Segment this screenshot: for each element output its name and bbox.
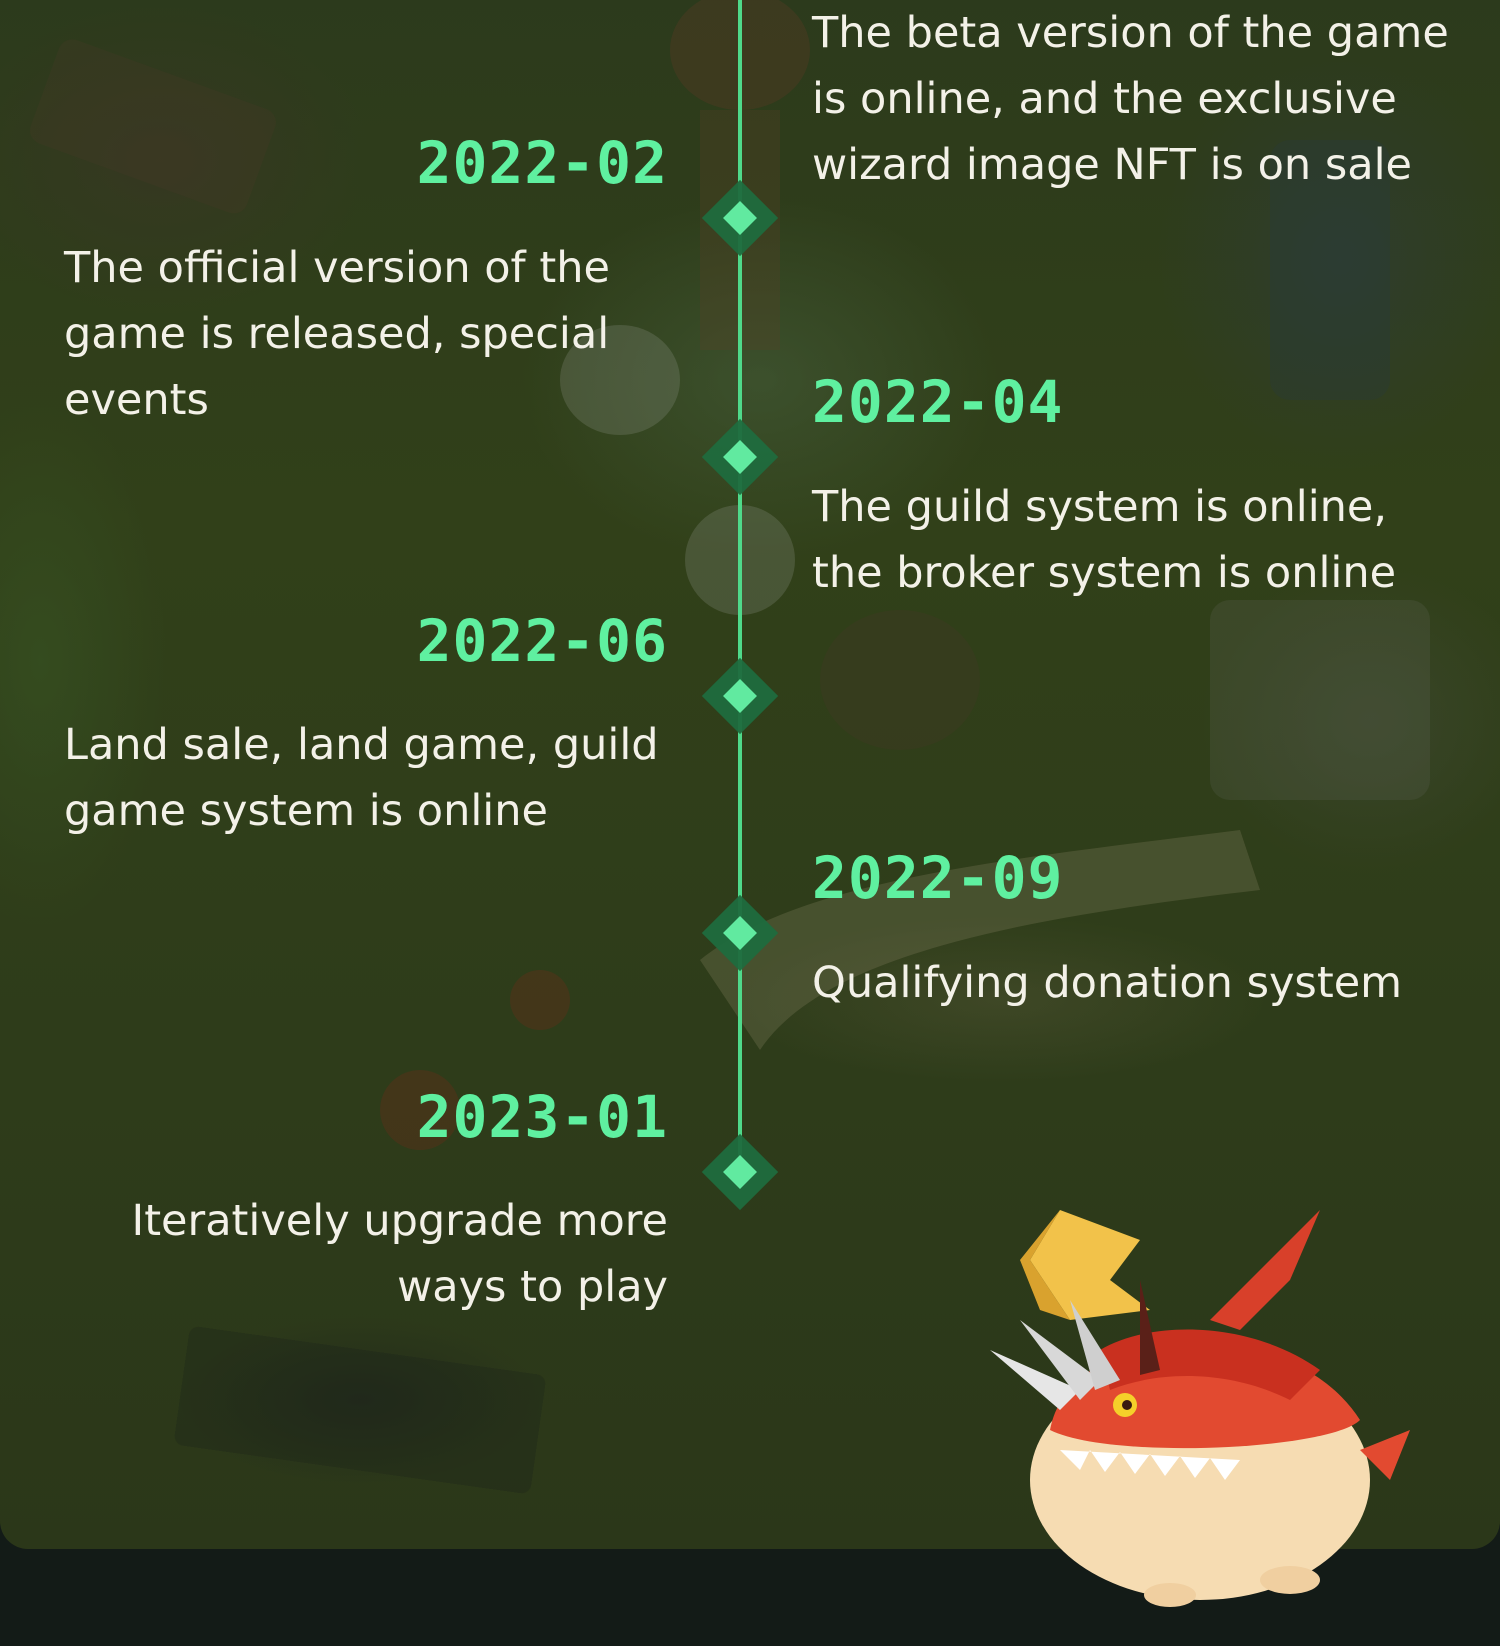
timeline-entry-2022-04-description: The guild system is online, the broker s… <box>812 482 1397 598</box>
timeline-line <box>738 0 742 1168</box>
timeline-entry-2023-01-description: Iteratively upgrade more ways to play <box>131 1196 668 1312</box>
timeline-entry-2022-02-description: The official version of the game is rele… <box>64 243 610 425</box>
timeline-date-2022-06: 2022-06 <box>416 607 668 675</box>
timeline-entry-2022-06-description: Land sale, land game, guild game system … <box>64 720 659 836</box>
timeline-date-2023-01: 2023-01 <box>416 1083 668 1151</box>
red-dragon-mascot-illustration <box>990 1210 1410 1607</box>
roadmap-panel: The beta version of the game is online, … <box>0 0 1500 1549</box>
timeline-entry-beta-description: The beta version of the game is online, … <box>812 8 1449 190</box>
timeline-entry-2022-09-description: Qualifying donation system <box>812 958 1403 1008</box>
timeline-date-2022-04: 2022-04 <box>812 368 1064 436</box>
timeline-date-2022-09: 2022-09 <box>812 844 1064 912</box>
timeline-date-2022-02: 2022-02 <box>416 129 668 197</box>
